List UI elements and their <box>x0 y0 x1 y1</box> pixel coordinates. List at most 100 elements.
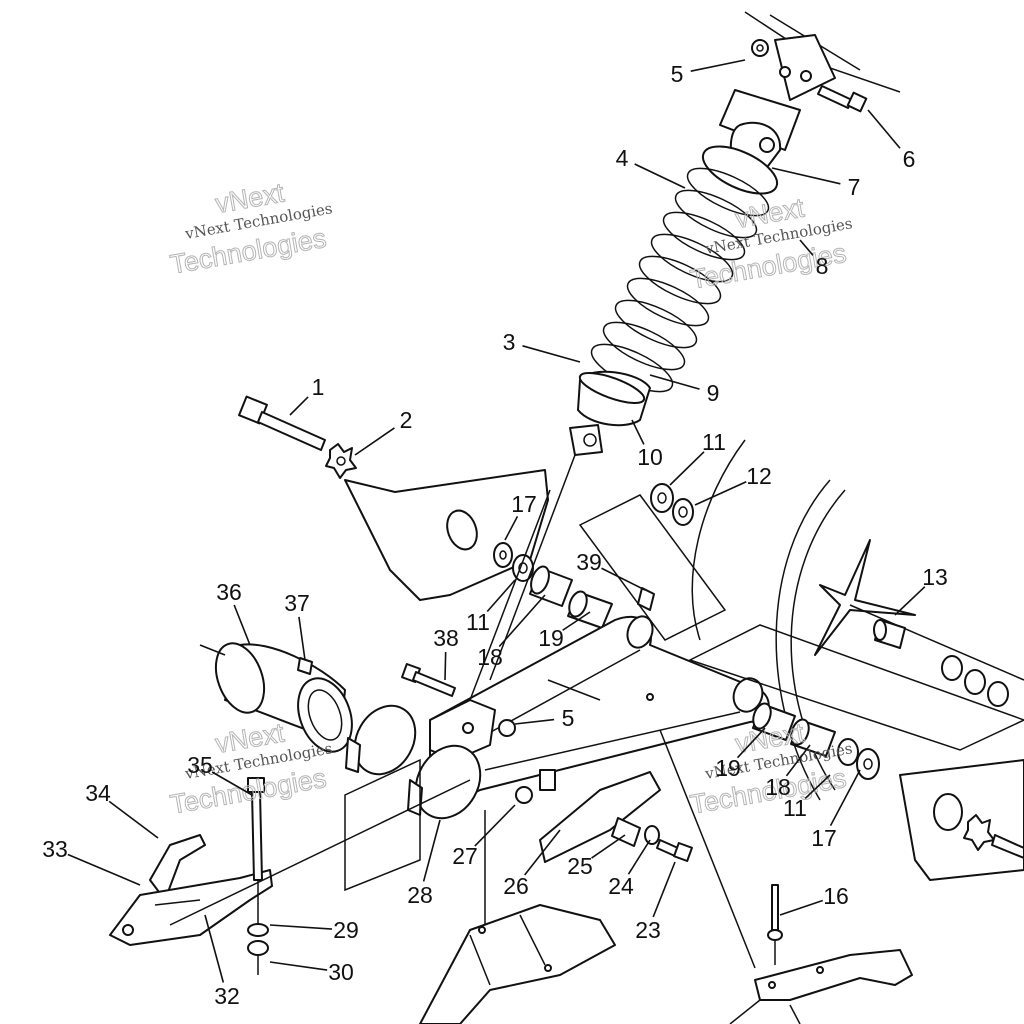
plate-33 <box>109 869 273 946</box>
callout-18: 18 <box>765 774 791 800</box>
leader-line-29 <box>269 924 333 930</box>
nut-27 <box>515 786 533 804</box>
leader-line-30 <box>269 961 328 971</box>
long-rod <box>659 729 756 969</box>
bushing-18-right <box>790 718 836 757</box>
leader-line-39 <box>601 567 646 591</box>
bolt-23 <box>656 839 693 862</box>
callout-9: 9 <box>707 380 720 406</box>
bolt-6 <box>817 85 868 113</box>
callout-25: 25 <box>567 853 593 879</box>
leader-line-9 <box>649 374 700 390</box>
leader-line-33 <box>67 853 141 886</box>
arm-32 <box>169 779 471 926</box>
callout-2: 2 <box>400 407 413 433</box>
washer-11-right-upper <box>650 483 674 513</box>
callout-23: 23 <box>635 917 661 943</box>
leader-line-24 <box>627 839 651 875</box>
leader-line-4 <box>634 163 686 189</box>
callout-24: 24 <box>608 873 634 899</box>
callout-11: 11 <box>783 795 807 821</box>
clamp-ring-left <box>345 704 417 776</box>
bushing-19-left <box>567 590 613 629</box>
leader-line-11 <box>804 774 831 799</box>
callout-11: 11 <box>466 609 490 635</box>
washer-29 <box>247 923 269 937</box>
nut-right <box>941 655 1009 707</box>
callout-17: 17 <box>511 491 537 517</box>
clamp-ring-28 <box>407 744 482 820</box>
idler-axle-line <box>849 604 1024 681</box>
leader-line-5 <box>690 59 746 72</box>
leader-line-19 <box>562 611 591 631</box>
callout-18: 18 <box>477 644 503 670</box>
callout-7: 7 <box>848 174 861 200</box>
spacer-13 <box>873 619 906 649</box>
star-washer-2 <box>325 443 357 479</box>
leader-line-25 <box>591 834 626 859</box>
leader-line-32 <box>204 914 225 983</box>
callout-28: 28 <box>407 882 433 908</box>
leader-line-26 <box>524 829 561 876</box>
leader-line-38 <box>444 651 447 681</box>
leader-line-37 <box>298 616 306 661</box>
upper-frame-bracket <box>719 11 901 151</box>
callout-13: 13 <box>922 564 948 590</box>
brake-bracket-26 <box>539 769 661 863</box>
bolt-1 <box>238 395 326 451</box>
leader-line-3 <box>522 345 581 363</box>
callout-26: 26 <box>503 873 529 899</box>
leader-line-34 <box>108 800 159 839</box>
leader-line-2 <box>354 427 395 456</box>
shock-absorber <box>569 121 782 456</box>
callout-37: 37 <box>284 590 310 616</box>
callout-6: 6 <box>903 146 916 172</box>
callout-5: 5 <box>562 705 575 731</box>
leader-line-35 <box>211 771 253 796</box>
callout-33: 33 <box>42 836 68 862</box>
nut-30 <box>247 940 269 975</box>
frame-tube-curve <box>691 439 746 641</box>
leader-line-12 <box>694 481 747 506</box>
lower-right-bracket <box>729 949 913 1024</box>
leader-line-17 <box>829 769 861 827</box>
leader-line-6 <box>867 109 901 149</box>
leader-lines <box>67 59 926 983</box>
callout-30: 30 <box>328 959 354 985</box>
leader-line-16 <box>779 899 823 916</box>
reference-plane-upper <box>578 494 727 641</box>
bolt-16 <box>767 884 783 965</box>
leader-line-11 <box>486 579 516 613</box>
callout-11: 11 <box>702 429 726 455</box>
callout-12: 12 <box>746 463 772 489</box>
reference-plane-lower <box>344 758 421 892</box>
washer-11-right-lower <box>837 738 859 766</box>
right-side-plate <box>899 759 1024 881</box>
callout-36: 36 <box>216 579 242 605</box>
callout-1: 1 <box>312 374 325 400</box>
grease-fitting-37 <box>297 657 313 675</box>
callout-17: 17 <box>811 825 837 851</box>
leader-line-18 <box>498 594 546 648</box>
grease-fitting-39 <box>637 587 655 611</box>
axle-housing-36 <box>199 642 353 753</box>
callout-32: 32 <box>214 983 240 1009</box>
callout-34: 34 <box>85 780 111 806</box>
leader-line-13 <box>894 586 926 616</box>
leader-line-11 <box>669 451 705 486</box>
callout-8: 8 <box>816 253 829 279</box>
callout-39: 39 <box>576 549 602 575</box>
callout-27: 27 <box>452 843 478 869</box>
washer-24 <box>644 825 660 845</box>
leader-line-18 <box>785 744 811 777</box>
callout-19: 19 <box>715 755 741 781</box>
leader-line-36 <box>233 604 251 646</box>
callout-38: 38 <box>433 625 459 651</box>
nut-5-upper <box>751 39 769 57</box>
bushing-19-right <box>752 702 796 741</box>
washer-12 <box>672 498 694 526</box>
side-plate <box>344 469 549 601</box>
callout-5: 5 <box>671 61 684 87</box>
